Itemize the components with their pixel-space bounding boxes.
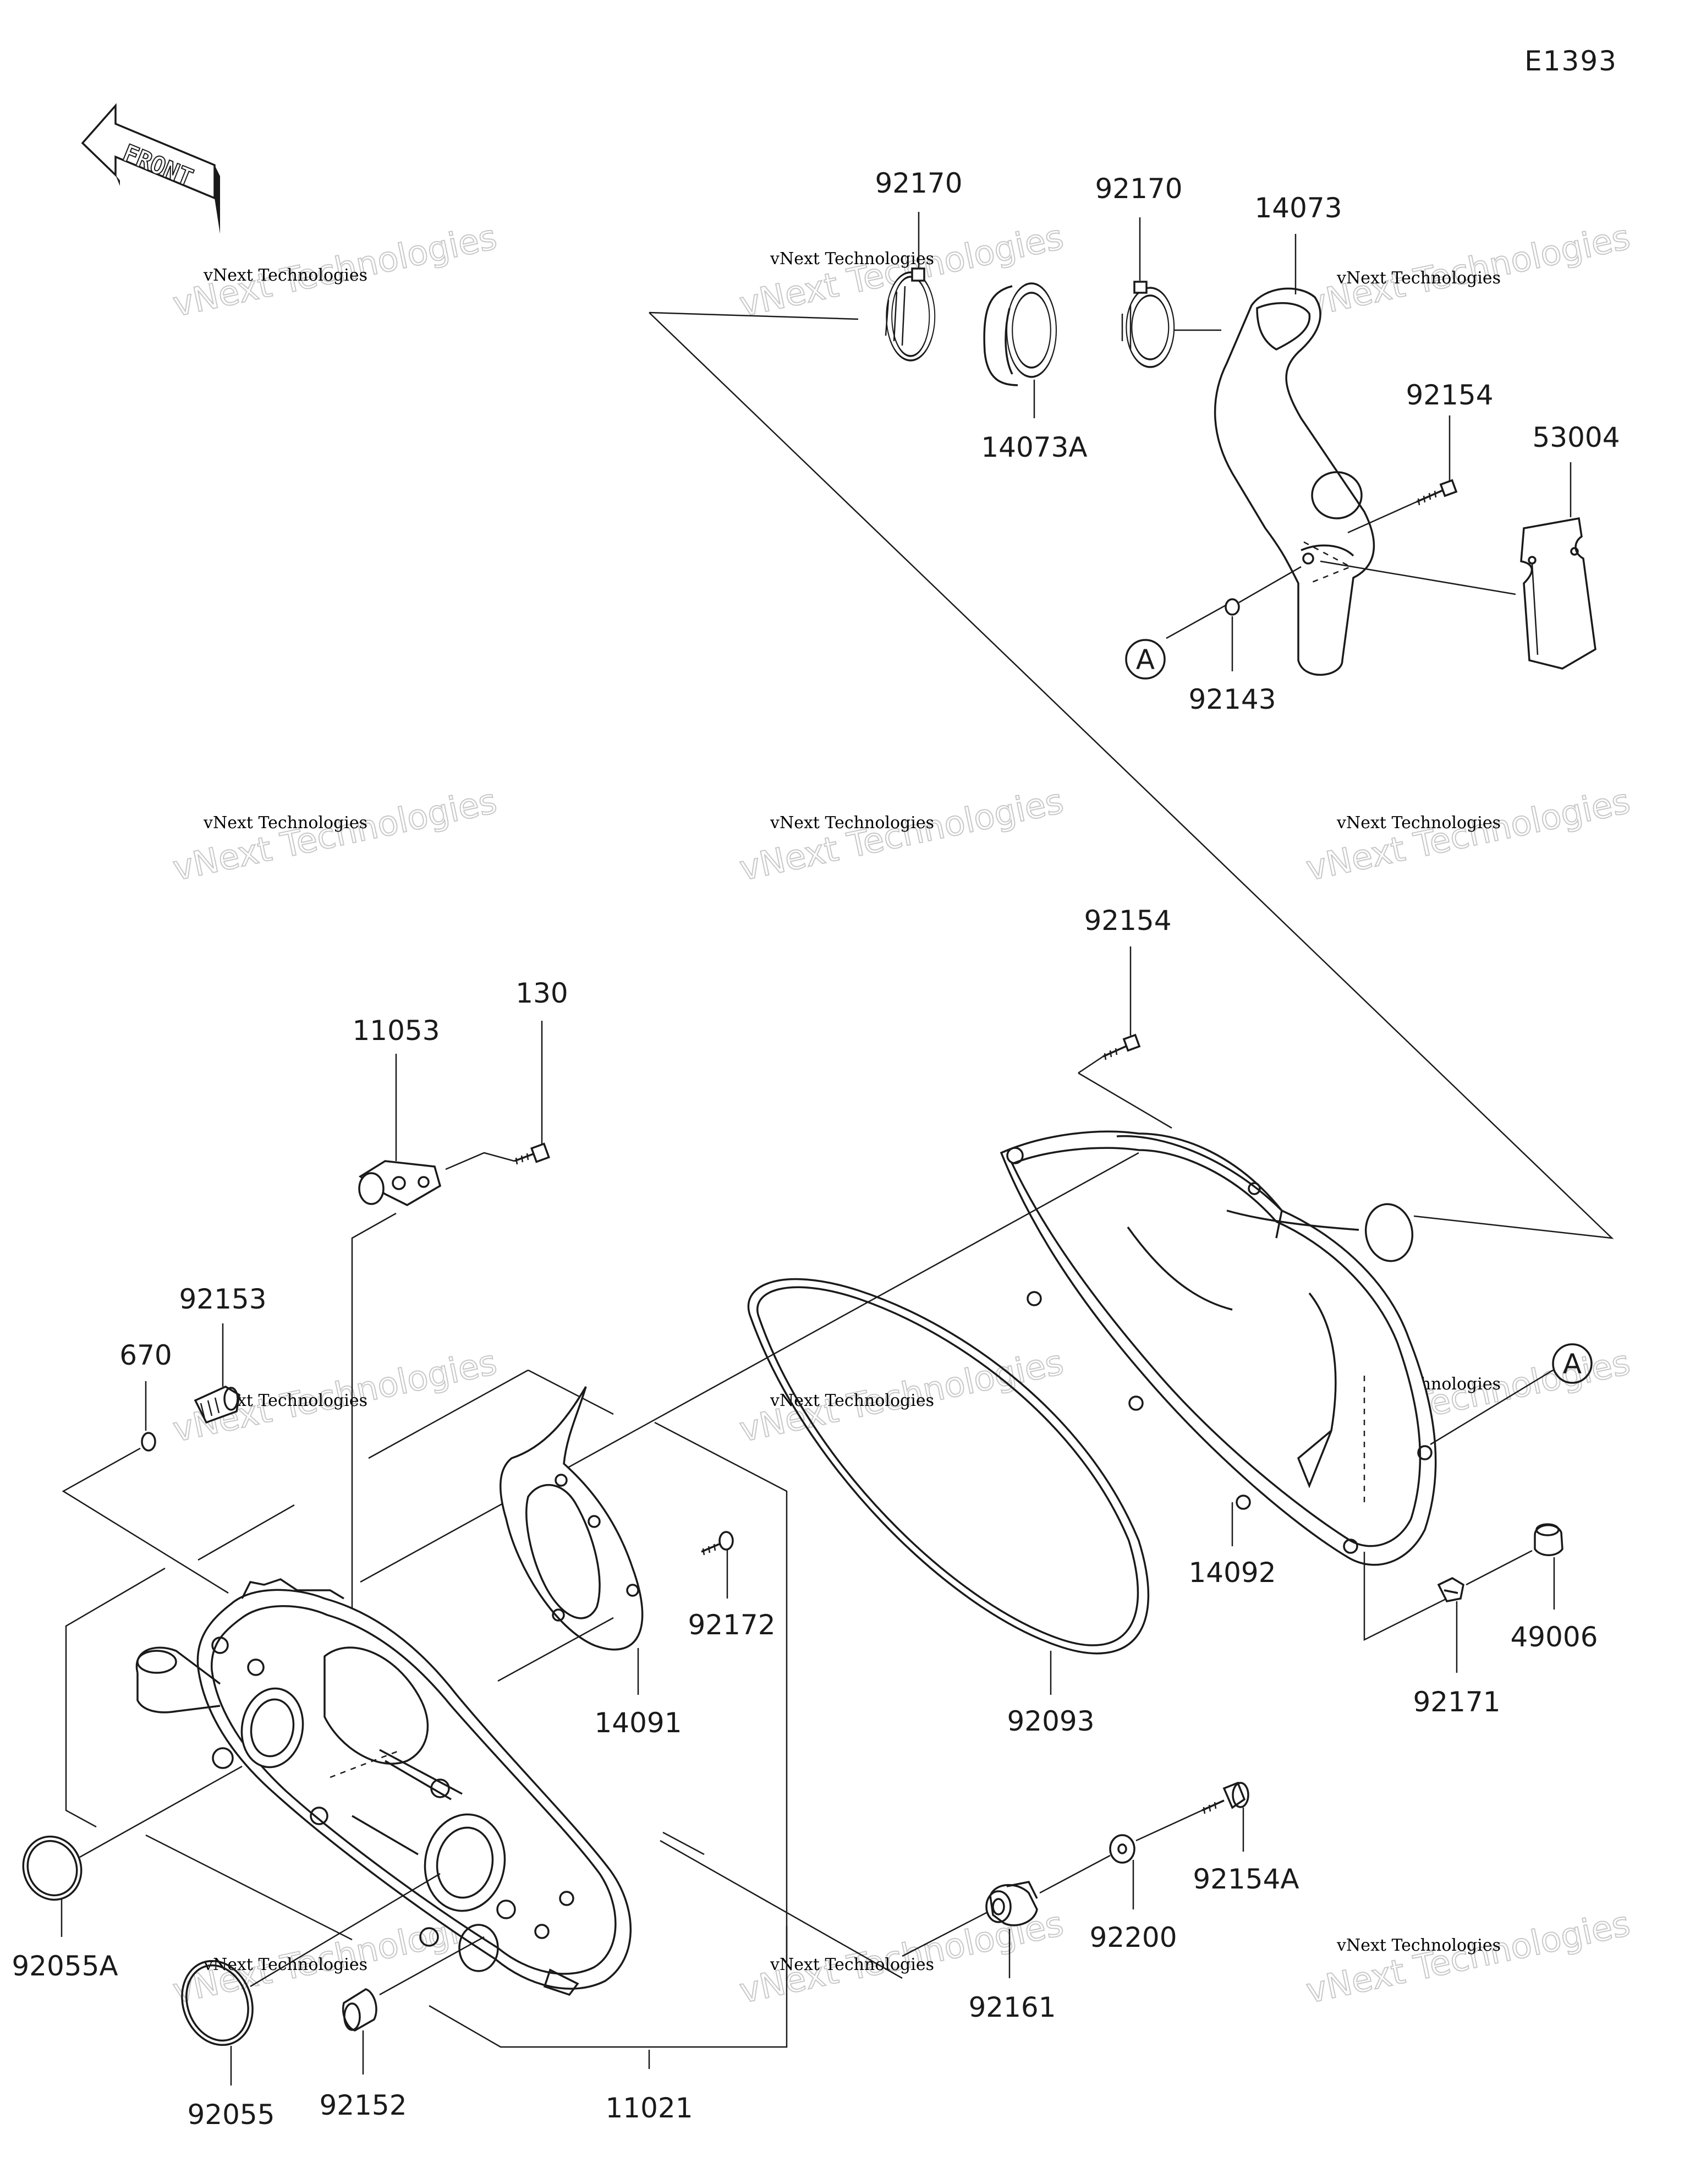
label-14092: 14092: [1188, 1557, 1276, 1589]
cover-gasket: [747, 1278, 1150, 1655]
bolt-92172: [701, 1531, 734, 1556]
plug-92152: [342, 1988, 377, 2032]
hose-clamp-right: [1121, 281, 1175, 368]
svg-text:A: A: [1136, 644, 1155, 676]
svg-text:vNext Technologies: vNext Technologies: [1336, 813, 1501, 833]
bracket-11053: [358, 1160, 442, 1206]
label-92200: 92200: [1089, 1922, 1177, 1953]
intake-duct: [1214, 287, 1375, 676]
label-11053: 11053: [352, 1015, 440, 1047]
svg-text:vNext Technologies: vNext Technologies: [770, 249, 934, 269]
label-14073: 14073: [1254, 192, 1342, 224]
clip-92171: [1437, 1577, 1464, 1602]
svg-text:vNext Technologies: vNext Technologies: [736, 781, 1067, 889]
svg-text:vNext Technologies: vNext Technologies: [1336, 269, 1501, 288]
washer-92143: [1225, 598, 1240, 616]
label-92152: 92152: [319, 2089, 407, 2121]
washer-92200: [1109, 1834, 1135, 1864]
svg-text:vNext Technologies: vNext Technologies: [770, 813, 934, 833]
duct-sleeve: [983, 282, 1057, 386]
svg-text:vNext Technologies: vNext Technologies: [1303, 1903, 1633, 2011]
outer-clutch-cover: [1000, 1130, 1437, 1566]
label-92055: 92055: [187, 2099, 275, 2131]
label-92153: 92153: [179, 1283, 266, 1315]
hose-clamp-left: [885, 267, 936, 362]
callout-a-upper: A: [1125, 639, 1166, 680]
cap-49006: [1534, 1523, 1563, 1556]
callout-a-lower: A: [1552, 1343, 1593, 1384]
grommet-92161: [985, 1881, 1038, 1926]
label-92154-mid: 92154: [1084, 905, 1171, 937]
plate-14091: [500, 1386, 644, 1651]
o-ring-92055: [181, 1959, 254, 2046]
label-130: 130: [515, 977, 568, 1009]
bolt-130: [514, 1142, 550, 1165]
svg-text:vNext Technologies: vNext Technologies: [169, 781, 500, 889]
front-arrow-icon: FRONT: [81, 103, 220, 234]
guide-lines-upper: [649, 311, 1614, 1239]
diagram-code: E1393: [1524, 45, 1617, 77]
plug-92153: [194, 1386, 240, 1424]
label-92172: 92172: [688, 1609, 775, 1641]
label-92170-right: 92170: [1095, 173, 1182, 205]
label-14091: 14091: [594, 1707, 682, 1739]
svg-text:vNext Technologies: vNext Technologies: [203, 813, 367, 833]
warning-label-plate: [1520, 517, 1596, 670]
inner-clutch-cover: [135, 1578, 632, 1996]
label-92143: 92143: [1188, 683, 1276, 715]
label-11021: 11021: [605, 2092, 693, 2124]
o-ring-92055A: [22, 1835, 83, 1901]
label-92161: 92161: [968, 1991, 1056, 2023]
screw-92154-top: [1416, 479, 1458, 506]
o-ring-670: [141, 1432, 156, 1452]
guide-line-gasket: [360, 1152, 1139, 1583]
label-92171: 92171: [1413, 1686, 1500, 1718]
label-92055A: 92055A: [12, 1950, 118, 1982]
svg-text:vNext Technologies: vNext Technologies: [1336, 1936, 1501, 1955]
bolt-92154A: [1201, 1781, 1249, 1814]
screw-92154-mid: [1102, 1033, 1141, 1060]
guide-frame-inner-cover: [65, 1369, 903, 2048]
svg-text:vNext Technologies: vNext Technologies: [1303, 781, 1633, 889]
label-92170-left: 92170: [875, 167, 962, 199]
label-92154-top: 92154: [1406, 379, 1493, 411]
label-14073A: 14073A: [981, 431, 1087, 463]
svg-text:A: A: [1563, 1348, 1582, 1380]
svg-text:vNext Technologies: vNext Technologies: [203, 266, 367, 285]
label-92093: 92093: [1007, 1705, 1094, 1737]
label-92154A: 92154A: [1193, 1863, 1299, 1895]
label-53004: 53004: [1532, 422, 1620, 453]
svg-text:vNext Technologies: vNext Technologies: [770, 1955, 934, 1974]
label-670: 670: [119, 1339, 172, 1371]
label-49006: 49006: [1510, 1621, 1598, 1653]
